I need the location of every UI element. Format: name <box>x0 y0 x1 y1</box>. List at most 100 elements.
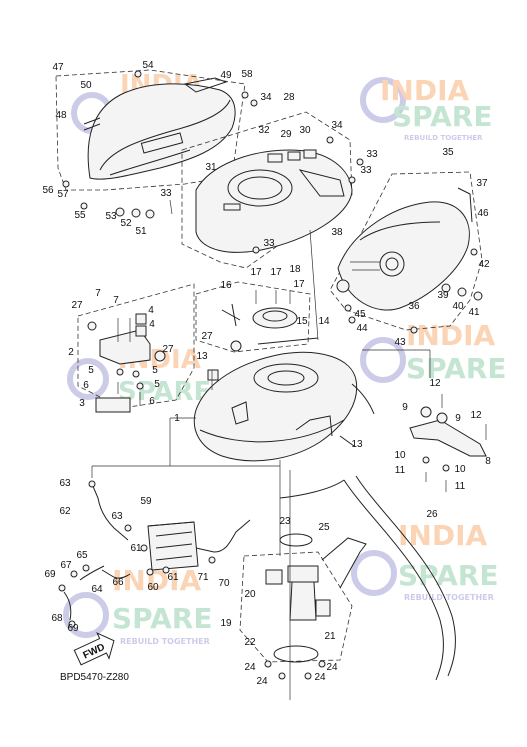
hose-15 <box>257 337 319 345</box>
callout-22: 22 <box>244 637 256 648</box>
callout-62: 62 <box>59 506 71 517</box>
screw-33c <box>252 246 260 254</box>
callout-8: 8 <box>485 456 491 467</box>
callout-27: 27 <box>201 331 213 342</box>
clamp-69b <box>68 620 76 628</box>
screw-33b <box>348 176 356 184</box>
callout-7: 7 <box>95 288 101 299</box>
watermark-tagline: REBUILD TOGETHER <box>120 637 210 646</box>
group-outline-2 <box>77 283 195 409</box>
callout-67: 67 <box>60 560 72 571</box>
watermark-top-right: INDIA SPARE REBUILD TOGETHER <box>360 74 492 142</box>
callout-40: 40 <box>452 301 464 312</box>
callout-44: 44 <box>356 323 368 334</box>
fasteners-left <box>62 180 173 219</box>
callout-69: 69 <box>44 569 56 580</box>
sender-21 <box>315 599 331 617</box>
callout-28: 28 <box>283 92 295 103</box>
callout-27: 27 <box>162 344 174 355</box>
callout-4: 4 <box>148 305 154 316</box>
watermark-line1: INDIA <box>398 519 488 552</box>
callout-6: 6 <box>83 380 89 391</box>
washer-39 <box>441 283 451 293</box>
bolt-61a <box>140 544 148 552</box>
filler-rim <box>237 176 283 200</box>
callout-10: 10 <box>394 450 406 461</box>
callout-17: 17 <box>250 267 262 278</box>
watermark-line1: INDIA <box>380 74 470 107</box>
callout-5: 5 <box>152 365 158 376</box>
callout-42: 42 <box>478 259 490 270</box>
callout-5: 5 <box>88 365 94 376</box>
callout-14: 14 <box>318 316 330 327</box>
filter-20 <box>265 569 283 585</box>
long-hoses <box>279 475 456 681</box>
canister-group <box>58 480 251 628</box>
side-cover-emblem <box>379 251 405 277</box>
connector-lines <box>91 229 431 700</box>
fuel-pump-group <box>239 533 367 680</box>
clip-44 <box>348 316 356 324</box>
callout-24: 24 <box>244 662 256 673</box>
part-48 <box>83 117 101 131</box>
collar-5a <box>116 368 124 376</box>
cover-vent <box>298 169 345 197</box>
callout-63: 63 <box>59 478 71 489</box>
watermark-line2: SPARE <box>406 352 506 385</box>
callout-6: 6 <box>149 396 155 407</box>
clip-56 <box>62 180 70 188</box>
hose-66 <box>101 569 131 579</box>
callout-19: 19 <box>220 618 232 629</box>
nut-53 <box>115 207 125 217</box>
callout-24: 24 <box>326 662 338 673</box>
collar-40 <box>457 287 467 297</box>
bolt-34b <box>250 99 258 107</box>
part-29 <box>287 151 301 161</box>
tank-side-ribs <box>295 415 333 437</box>
watermark-logo-icon <box>351 550 397 596</box>
bolt-24d <box>304 672 312 680</box>
tank-filler-inner <box>267 370 305 386</box>
callout-26: 26 <box>426 509 438 520</box>
callout-12: 12 <box>429 378 441 389</box>
callout-7: 7 <box>113 295 119 306</box>
fuel-cap-group <box>195 281 319 353</box>
callout-33: 33 <box>160 188 172 199</box>
watermark-line1: INDIA <box>406 319 496 352</box>
collar-5b <box>132 370 140 378</box>
collar-51 <box>145 209 155 219</box>
callout-10: 10 <box>454 464 466 475</box>
damper-9b <box>436 412 448 424</box>
callout-25: 25 <box>318 522 330 533</box>
watermark-logo-icon <box>67 358 109 400</box>
tank-cover-group <box>55 69 249 191</box>
watermark-mid-right: INDIA SPARE <box>360 319 506 385</box>
bracket-50 <box>140 132 184 154</box>
callout-13: 13 <box>351 439 363 450</box>
upper-tank-cover <box>195 149 353 253</box>
hose-62 <box>91 483 129 541</box>
side-cover-emblem-inner <box>385 257 399 271</box>
callout-39: 39 <box>437 290 449 301</box>
callout-30: 30 <box>299 125 311 136</box>
damper-4a <box>135 313 147 325</box>
clamp-71 <box>208 556 216 564</box>
fwd-arrow: FWD <box>73 632 115 666</box>
diagram-code: BPD5470-Z280 <box>60 672 129 683</box>
plate-22 <box>273 645 319 663</box>
watermark-line2: SPARE <box>392 100 492 133</box>
grommet-36 <box>336 279 350 293</box>
callout-66: 66 <box>112 577 124 588</box>
callout-51: 51 <box>135 226 147 237</box>
tank-seam <box>199 419 345 443</box>
screw-33 <box>169 199 173 215</box>
fuel-cap-inner <box>262 310 288 322</box>
filler-opening <box>227 169 293 207</box>
callout-53: 53 <box>105 211 117 222</box>
canister-ribs <box>147 521 195 561</box>
damper-9a <box>420 406 432 418</box>
callout-60: 60 <box>147 582 159 593</box>
fuel-tank-body <box>193 351 358 462</box>
hose-64 <box>79 565 105 581</box>
hose-25 <box>321 537 367 589</box>
